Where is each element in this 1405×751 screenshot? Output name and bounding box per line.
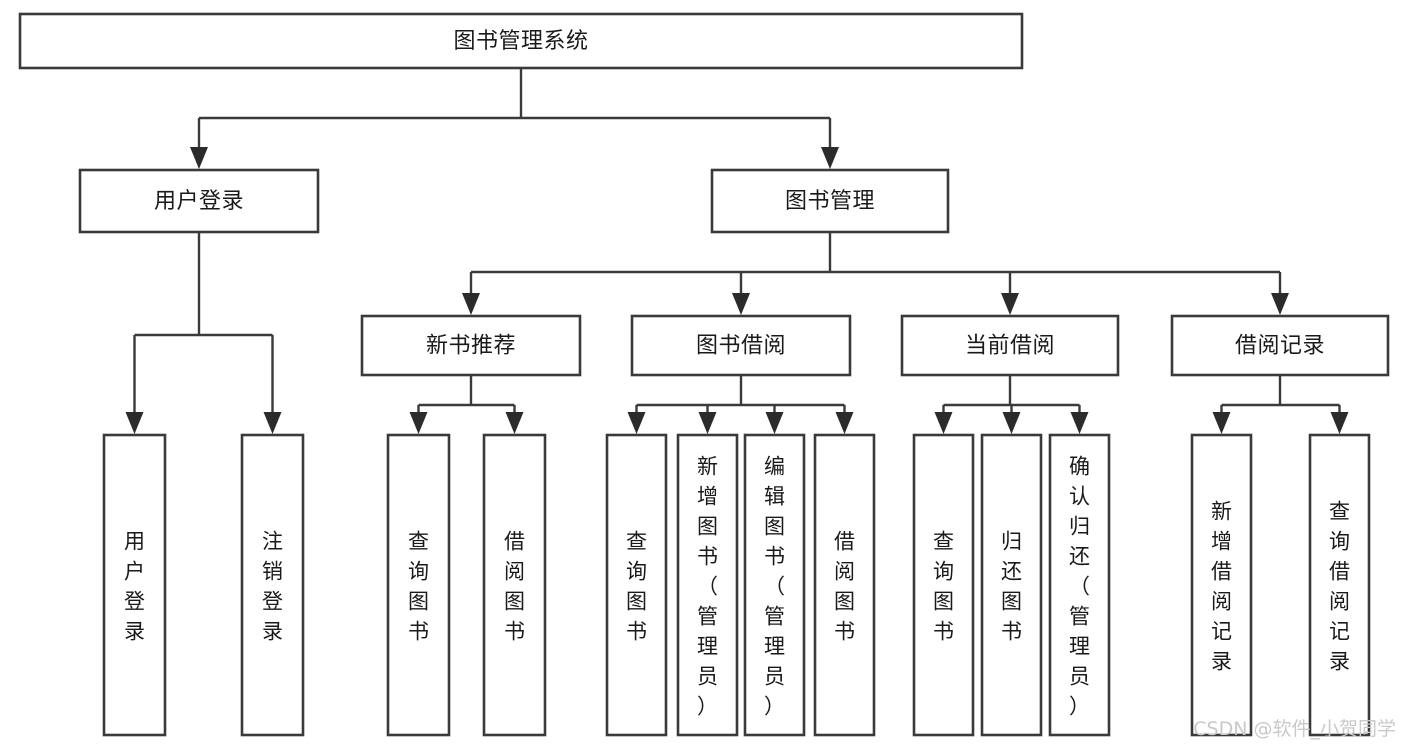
arrow-head-icon <box>698 412 717 434</box>
arrow-head-icon <box>821 147 839 169</box>
node-leaf_9[interactable]: 查询图书 <box>912 433 975 737</box>
node-label-leaf_9: 查询图书 <box>933 529 954 643</box>
arrow-head-icon <box>409 412 428 434</box>
connector-new-book-to-leaves <box>409 375 524 434</box>
node-l2_a[interactable]: 用户登录 <box>78 168 320 234</box>
node-label-leaf_12: 新增借阅记录 <box>1211 499 1232 673</box>
node-leaf_11[interactable]: 确认归还（管理员） <box>1048 433 1111 737</box>
csdn-watermark: CSDN @软件_小贺同学 <box>1193 718 1396 740</box>
node-leaf_10[interactable]: 归还图书 <box>980 433 1043 737</box>
arrow-head-icon <box>190 147 208 169</box>
node-leaf_13[interactable]: 查询借阅记录 <box>1308 433 1371 737</box>
arrow-head-icon <box>263 412 282 434</box>
node-box-leaf_4[interactable] <box>482 433 547 737</box>
arrow-head-icon <box>505 412 524 434</box>
node-label-l2_b: 图书管理 <box>785 189 875 214</box>
connector-current-borrow-to-leaves <box>934 375 1089 434</box>
node-box-leaf_7[interactable] <box>743 433 806 737</box>
node-box-l3_d[interactable] <box>1170 314 1390 377</box>
connector-records-to-leaves <box>1212 375 1349 434</box>
node-label-leaf_6: 新增图书（管理员） <box>697 454 718 718</box>
node-box-leaf_9[interactable] <box>912 433 975 737</box>
connector-root-to-level2 <box>190 68 839 169</box>
connector-layer <box>125 68 1349 434</box>
node-box-leaf_2[interactable] <box>240 433 305 737</box>
node-leaf_7[interactable]: 编辑图书（管理员） <box>743 433 806 737</box>
connector-borrow-to-leaves <box>627 375 854 434</box>
node-l3_d[interactable]: 借阅记录 <box>1170 314 1390 377</box>
node-box-l3_a[interactable] <box>360 314 582 377</box>
node-l3_a[interactable]: 新书推荐 <box>360 314 582 377</box>
node-label-leaf_1: 用户登录 <box>124 529 145 643</box>
node-box-leaf_5[interactable] <box>605 433 668 737</box>
node-l3_c[interactable]: 当前借阅 <box>900 314 1120 377</box>
node-label-leaf_13: 查询借阅记录 <box>1329 499 1350 673</box>
arrow-head-icon <box>1002 412 1021 434</box>
node-label-leaf_2: 注销登录 <box>262 529 283 643</box>
arrow-head-icon <box>1271 293 1289 315</box>
arrow-head-icon <box>934 412 953 434</box>
connector-book-manage-to-level3 <box>462 232 1289 315</box>
node-box-leaf_3[interactable] <box>386 433 451 737</box>
node-box-root[interactable] <box>18 12 1024 70</box>
arrow-head-icon <box>627 412 646 434</box>
connector-user-login-to-leaves <box>125 232 282 434</box>
arrow-head-icon <box>462 293 480 315</box>
node-box-l2_a[interactable] <box>78 168 320 234</box>
node-leaf_6[interactable]: 新增图书（管理员） <box>676 433 739 737</box>
arrow-head-icon <box>1212 412 1231 434</box>
node-label-l2_a: 用户登录 <box>154 189 244 214</box>
arrow-head-icon <box>1070 412 1089 434</box>
node-label-leaf_3: 查询图书 <box>408 529 429 643</box>
node-root[interactable]: 图书管理系统 <box>18 12 1024 70</box>
node-label-root: 图书管理系统 <box>453 29 588 54</box>
node-label-l3_c: 当前借阅 <box>965 334 1055 359</box>
node-label-leaf_5: 查询图书 <box>626 529 647 643</box>
arrow-head-icon <box>1330 412 1349 434</box>
node-label-leaf_8: 借阅图书 <box>834 529 855 643</box>
node-box-leaf_10[interactable] <box>980 433 1043 737</box>
arrow-head-icon <box>125 412 144 434</box>
node-box-leaf_6[interactable] <box>676 433 739 737</box>
arrow-head-icon <box>1001 293 1019 315</box>
node-leaf_5[interactable]: 查询图书 <box>605 433 668 737</box>
node-box-leaf_13[interactable] <box>1308 433 1371 737</box>
node-box-l3_b[interactable] <box>630 314 852 377</box>
node-leaf_2[interactable]: 注销登录 <box>240 433 305 737</box>
node-box-l2_b[interactable] <box>710 168 950 234</box>
node-label-leaf_11: 确认归还（管理员） <box>1069 454 1090 718</box>
node-l3_b[interactable]: 图书借阅 <box>630 314 852 377</box>
node-leaf_8[interactable]: 借阅图书 <box>813 433 876 737</box>
node-box-l3_c[interactable] <box>900 314 1120 377</box>
node-label-leaf_10: 归还图书 <box>1001 529 1022 643</box>
node-box-leaf_12[interactable] <box>1190 433 1253 737</box>
node-leaf_12[interactable]: 新增借阅记录 <box>1190 433 1253 737</box>
node-layer: 图书管理系统用户登录图书管理新书推荐图书借阅当前借阅借阅记录用户登录注销登录查询… <box>18 12 1390 737</box>
node-leaf_3[interactable]: 查询图书 <box>386 433 451 737</box>
node-l2_b[interactable]: 图书管理 <box>710 168 950 234</box>
node-label-leaf_4: 借阅图书 <box>504 529 525 643</box>
node-leaf_1[interactable]: 用户登录 <box>102 433 167 737</box>
node-box-leaf_8[interactable] <box>813 433 876 737</box>
arrow-head-icon <box>765 412 784 434</box>
arrow-head-icon <box>835 412 854 434</box>
node-label-leaf_7: 编辑图书（管理员） <box>764 454 785 718</box>
node-leaf_4[interactable]: 借阅图书 <box>482 433 547 737</box>
node-box-leaf_1[interactable] <box>102 433 167 737</box>
arrow-head-icon <box>732 293 750 315</box>
node-label-l3_b: 图书借阅 <box>696 334 786 359</box>
node-box-leaf_11[interactable] <box>1048 433 1111 737</box>
node-label-l3_d: 借阅记录 <box>1235 334 1325 359</box>
node-label-l3_a: 新书推荐 <box>426 334 516 359</box>
